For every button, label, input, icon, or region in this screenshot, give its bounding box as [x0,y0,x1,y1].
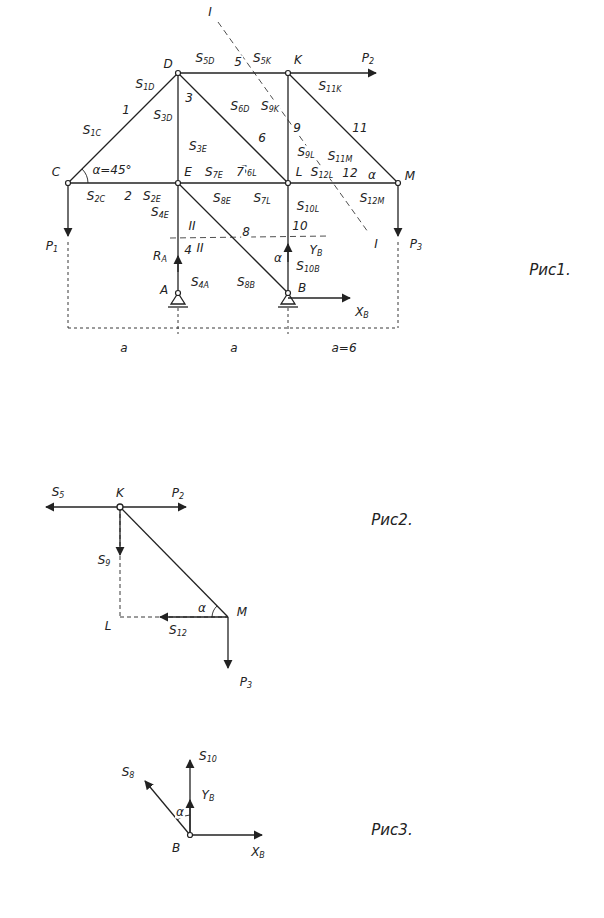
force-label: P3 [409,238,423,251]
force-label: α=45° [91,164,132,177]
force-label: K [115,487,125,500]
force-label: 11 [351,122,368,135]
force-label: S10B [295,260,320,273]
force-label: 6 [257,132,267,145]
force-label: S4E [150,206,170,219]
force-label: Рис3. [370,824,413,837]
force-label: K [293,54,303,67]
force-label: YB [309,244,324,257]
force-label: RA [152,250,168,263]
force-label: S3D [153,109,174,122]
force-label: S1C [82,124,102,137]
force-label: P1 [45,240,59,253]
force-label: M [236,606,248,619]
force-label: Рис2. [370,514,413,527]
force-label: 9 [292,122,302,135]
force-label: L [295,166,304,179]
force-label: B [171,842,181,855]
force-label: S12 [168,624,188,637]
force-label: S11K [317,80,342,93]
force-label: II [195,242,204,255]
force-label: M [404,170,416,183]
force-label: S4A [190,276,210,289]
force-label: C [51,166,61,179]
force-label: α [367,169,377,182]
force-label: 5 [233,56,243,69]
force-label: D [162,58,173,71]
force-label: 3 [184,92,194,105]
force-label: S2C [86,190,106,203]
force-label: I [373,238,379,251]
force-label: I [207,6,213,19]
force-label: S5D [195,52,216,65]
force-label: α [175,806,185,819]
force-label: S1D [135,78,156,91]
force-label: S9K [260,100,280,113]
force-label: S12M [359,192,386,205]
force-label: S8 [121,766,136,779]
force-label: S7L [252,192,271,205]
force-label: 2 [123,190,133,203]
force-label: S5 [51,486,66,499]
force-label: S2E [142,190,162,203]
force-label: S11M [327,150,354,163]
force-label: P2 [361,52,375,65]
force-label: S10L [296,200,320,213]
force-label: 10 [291,220,308,233]
force-label: α [273,252,283,265]
force-label: S8E [212,192,232,205]
force-label: 12 [341,167,358,180]
force-label: S3E [188,140,208,153]
force-label: P3 [239,676,253,689]
force-label: P2 [171,487,185,500]
force-label: a [229,342,238,355]
force-label: S5K [252,52,272,65]
force-label: S9 [97,554,112,567]
force-label: α [197,602,207,615]
force-label: 4 [183,244,193,257]
force-label: 1 [121,104,131,117]
force-label: 7 [235,166,245,179]
force-label: a [119,342,128,355]
force-label: Рис1. [528,264,571,277]
force-label: E [183,166,193,179]
force-label: S12L [310,166,334,179]
force-label: YB [201,789,216,802]
force-label: S8B [236,276,256,289]
force-label: A [159,284,169,297]
force-label: S9L [296,146,315,159]
force-label: L [104,620,113,633]
force-label: a=6 [330,342,357,355]
force-label: S7E [204,166,224,179]
force-label: S10 [198,750,218,763]
force-label: XB [250,846,266,859]
force-label: 8 [241,226,251,239]
force-label: II [187,220,196,233]
force-label: S6D [230,100,251,113]
force-label: XB [354,306,370,319]
force-label: B [297,282,307,295]
